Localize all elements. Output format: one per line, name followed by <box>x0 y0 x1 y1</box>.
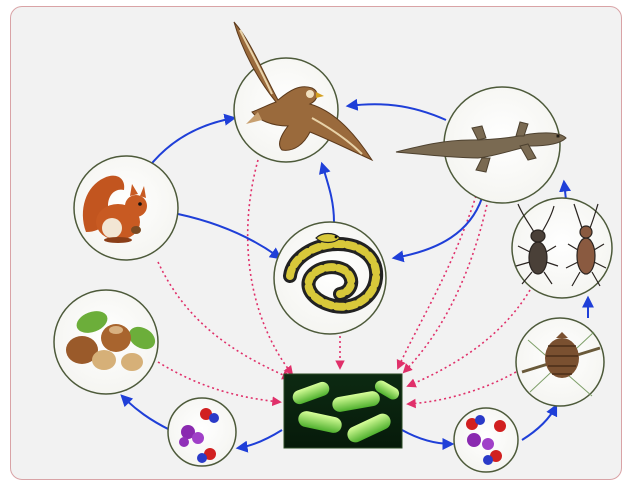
arrow-pinecone-to-bacteria <box>408 372 516 404</box>
arrow-beetles-to-bacteria <box>408 290 530 386</box>
arrow-hazelnut-to-bacteria <box>158 362 280 402</box>
arrow-lizard-to-hawk <box>348 104 446 120</box>
nutrients-right-node <box>454 408 518 472</box>
arrow-lizard-to-snake <box>394 198 482 258</box>
arrow-squirrel-to-bacteria <box>158 262 290 378</box>
arrow-beetles-to-lizard <box>564 182 566 200</box>
beetles-node <box>512 198 612 298</box>
arrow-lizard-to-bacteria-2 <box>398 196 476 368</box>
squirrel-node <box>74 156 178 260</box>
arrow-squirrel-to-hawk <box>148 118 234 168</box>
arrow-squirrel-to-snake <box>178 214 280 258</box>
arrow-bacteria-to-nutrients-left <box>238 430 282 448</box>
arrow-snake-to-hawk <box>322 164 334 222</box>
arrow-bacteria-to-nutrients-right <box>402 430 452 444</box>
arrow-nutrients-to-hazelnut <box>122 396 170 430</box>
hazelnuts-node <box>54 290 159 394</box>
arrow-nutrients-to-pinecone <box>522 406 556 440</box>
arrow-lizard-to-bacteria-1 <box>404 200 488 372</box>
snake-node <box>274 222 386 334</box>
hawk-node <box>234 22 372 162</box>
nutrients-left-node <box>168 398 236 466</box>
pinecone-node <box>516 318 604 406</box>
lizard-node <box>396 87 566 203</box>
bacteria-node <box>284 374 402 448</box>
